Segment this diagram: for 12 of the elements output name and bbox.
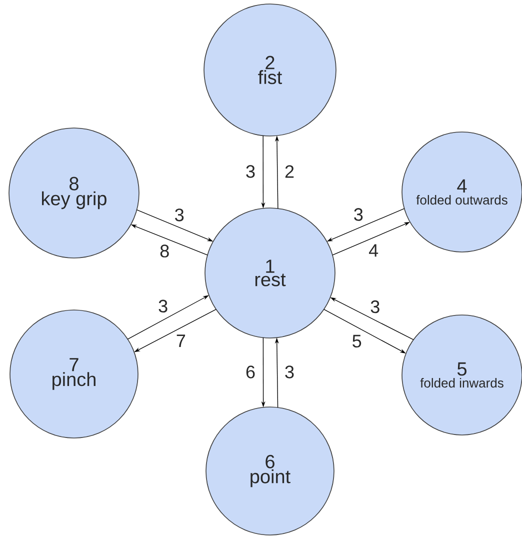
edge-label: 3 (284, 364, 296, 380)
edge-label: 4 (368, 243, 380, 258)
edge-label: 8 (158, 244, 171, 258)
edge-label: 2 (284, 164, 296, 179)
edge-label: 3 (352, 207, 364, 222)
edge-label: 3 (173, 208, 186, 222)
edge-label: 3 (157, 298, 170, 314)
edge-label: 3 (244, 164, 256, 179)
edge-label: 6 (244, 364, 256, 380)
edge-label: 7 (174, 334, 187, 348)
edge-label: 3 (369, 299, 382, 314)
edge-label: 5 (350, 334, 363, 348)
